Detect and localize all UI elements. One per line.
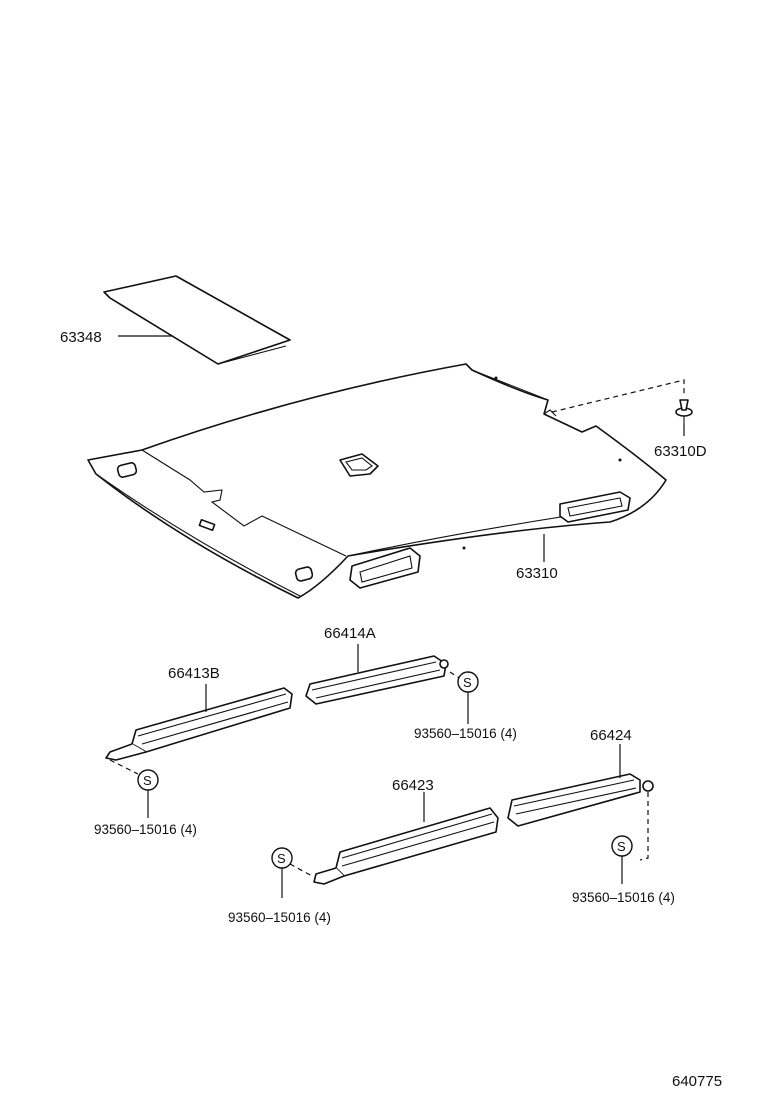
screw-4-label: 93560–15016 (4): [572, 890, 675, 905]
screw-2-dash-line: [109, 759, 139, 775]
rail-66414a-label: 66414A: [324, 625, 376, 642]
rail-66423-label: 66423: [392, 777, 434, 794]
screw-3-dash-line: [289, 863, 313, 877]
rail-66413b-part[interactable]: [105, 687, 293, 761]
rail-66424-part[interactable]: [507, 773, 654, 827]
screw-1-label: 93560–15016 (4): [414, 726, 517, 741]
screw-1-symbol-letter: S: [463, 675, 472, 690]
screw-2-label: 93560–15016 (4): [94, 822, 197, 837]
diagram-number: 640775: [672, 1073, 722, 1090]
headliner-part[interactable]: [87, 363, 667, 599]
clip-dash-line: [551, 379, 685, 413]
rail-66423-part[interactable]: [313, 807, 499, 885]
sunvisor-pad-label: 63348: [60, 329, 102, 346]
screw-4-dash-line: [639, 792, 649, 861]
rail-66424-label: 66424: [590, 727, 632, 744]
screw-3-symbol-letter: S: [277, 851, 286, 866]
screw-4-symbol-letter: S: [617, 839, 626, 854]
rail-66413b-label: 66413B: [168, 665, 220, 682]
rail-66414a-part[interactable]: [305, 655, 449, 705]
screw-2-symbol-letter: S: [143, 773, 152, 788]
clip-part[interactable]: [675, 399, 693, 424]
screw-3-label: 93560–15016 (4): [228, 910, 331, 925]
sunvisor-pad-part[interactable]: [103, 275, 291, 365]
clip-label: 63310D: [654, 443, 707, 460]
headliner-label: 63310: [516, 565, 558, 582]
